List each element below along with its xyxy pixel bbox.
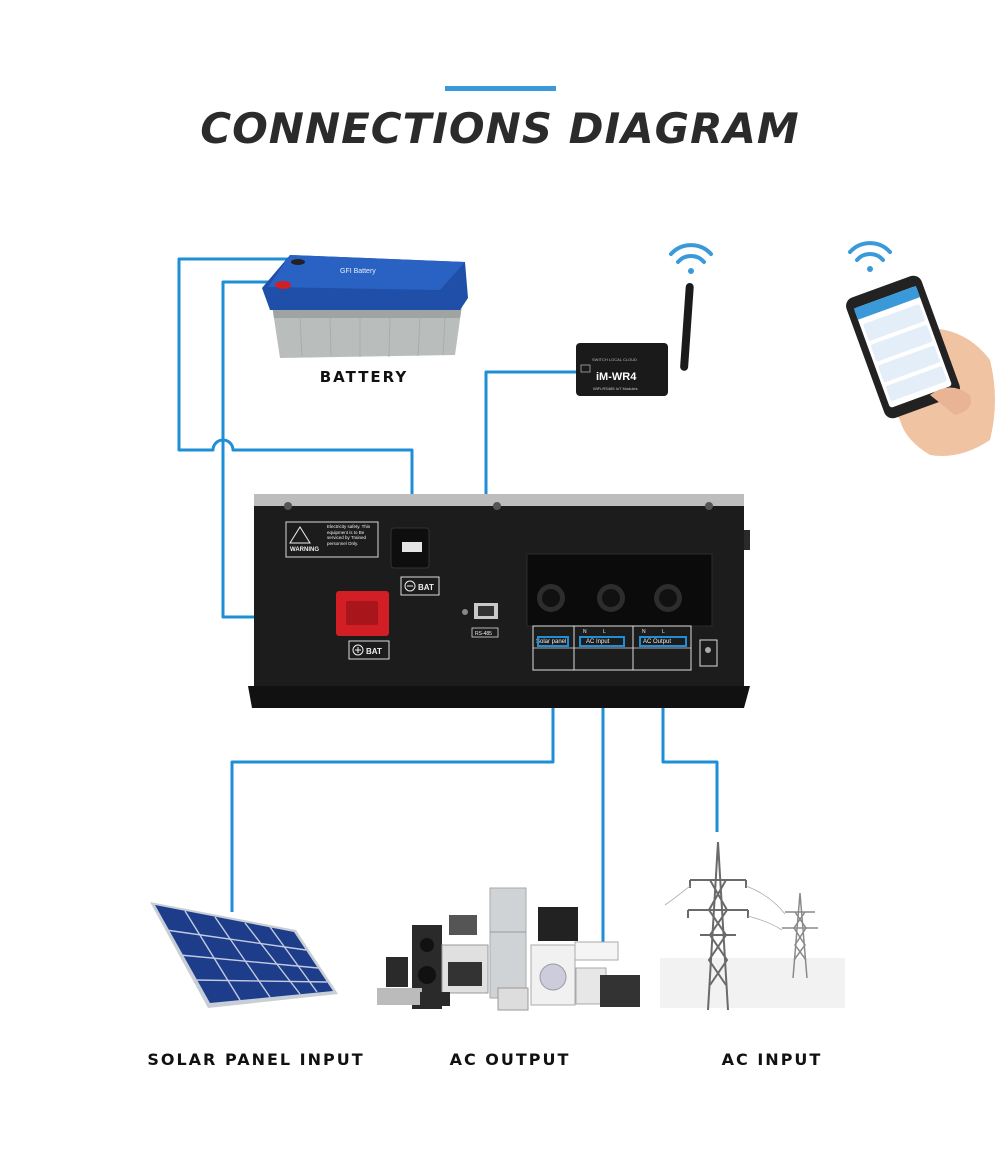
wifi-module-switch-text: SWITCH LOCAL CLOUD [592,357,637,362]
battery-icon: GFI Battery [262,255,468,358]
warning-label: WARNING Electricity safety. This equipme… [285,521,379,558]
terminal-l2-label: L [662,629,665,635]
wifi-signal-icon [669,243,713,274]
ac-input-label: AC INPUT [722,1050,823,1069]
smartphone-icon [846,275,995,456]
ac-output-label: AC OUTPUT [450,1050,571,1069]
warning-label-text: WARNING [290,547,319,553]
terminal-ac-input-label: AC Input [586,639,610,645]
power-tower-icon [660,841,845,1011]
rs485-port: RS-485 [462,603,499,638]
inverter-unit: WARNING Electricity safety. This equipme… [248,494,750,708]
wifi-module-model: iM-WR4 [596,371,637,383]
page-title: CONNECTIONS DIAGRAM [200,104,800,153]
phone-wifi-signal-icon [848,241,892,272]
bat-negative-label: BAT [418,583,434,592]
battery-negative-breaker: BAT [390,527,440,596]
terminal-l-label: L [603,629,606,635]
terminal-block: Solar panel AC Input AC Output N L N L [526,553,718,671]
wifi-module-subtitle: WiFi-RS485 IoT Modules [593,386,638,391]
bat-positive-label: BAT [366,647,382,656]
solar-panel-icon [150,902,338,1008]
title-accent-bar [445,86,556,91]
terminal-solar-label: Solar panel [536,639,566,645]
warning-description: Electricity safety. This equipment is to… [327,524,371,546]
terminal-n-label: N [583,629,587,635]
wifi-module-icon: SWITCH LOCAL CLOUD iM-WR4 WiFi-RS485 IoT… [576,282,694,396]
terminal-ac-output-label: AC Output [643,639,671,645]
solar-panel-label: SOLAR PANEL INPUT [147,1050,364,1069]
battery-positive-terminal: BAT [336,591,390,660]
rs485-label: RS-485 [475,631,492,637]
appliances-icon [377,887,640,1011]
terminal-n2-label: N [642,629,646,635]
battery-label: BATTERY [320,368,409,386]
battery-brand-text: GFI Battery [340,268,376,275]
